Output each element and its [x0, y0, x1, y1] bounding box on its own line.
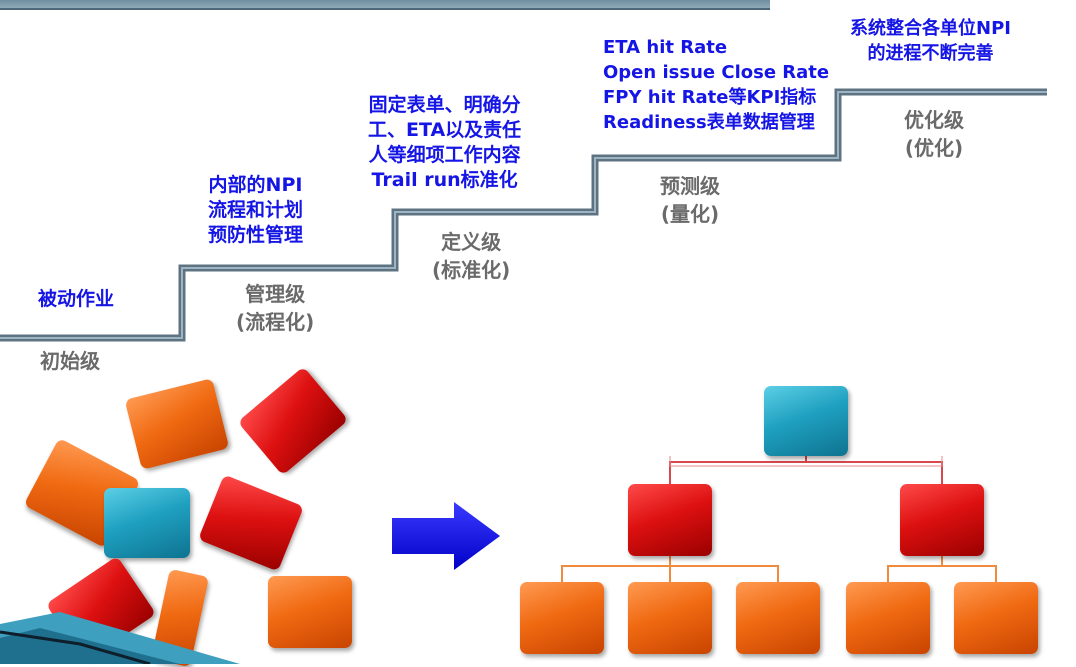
- tree-leaf-box: [954, 582, 1038, 654]
- tree-leaf-box: [520, 582, 604, 654]
- top-banner-bar: [0, 0, 770, 10]
- stage-4-level-sub: (量化): [660, 202, 720, 226]
- stage-4-description: ETA hit Rate Open issue Close Rate FPY h…: [603, 35, 829, 135]
- stage-2-desc-line: 内部的NPI: [208, 174, 303, 196]
- stage-1-description: 被动作业: [38, 287, 114, 312]
- stage-5-desc-line: 系统整合各单位NPI: [850, 18, 1011, 39]
- stage-4-desc-line: Open issue Close Rate: [603, 62, 830, 83]
- stage-4-desc-line: Readiness表单数据管理: [603, 112, 815, 133]
- tree-leaf-box: [628, 582, 712, 654]
- stage-1-level: 初始级: [40, 347, 100, 375]
- corner-decoration: [0, 612, 240, 664]
- tree-root-box: [764, 386, 848, 456]
- stage-5-level-name: 优化级: [904, 108, 964, 132]
- stage-3-level-sub: (标准化): [432, 258, 511, 282]
- stage-3-level-name: 定义级: [441, 230, 502, 254]
- stage-4-level: 预测级 (量化): [660, 172, 720, 228]
- stage-3-desc-line: Trail run标准化: [371, 169, 518, 191]
- tree-leaf-box: [736, 582, 820, 654]
- scattered-teal-box: [104, 488, 190, 558]
- tree-level2-box: [900, 484, 984, 556]
- stage-3-desc-line: 固定表单、明确分: [368, 94, 521, 116]
- stage-5-level-sub: (优化): [904, 136, 964, 160]
- stage-3-level: 定义级 (标准化): [432, 228, 510, 284]
- stage-2-level-sub: (流程化): [236, 310, 315, 334]
- stage-2-level: 管理级 (流程化): [236, 280, 314, 336]
- stage-4-desc-line: FPY hit Rate等KPI指标: [603, 87, 817, 108]
- stage-2-level-name: 管理级: [245, 282, 306, 306]
- tree-leaf-box: [846, 582, 930, 654]
- maturity-staircase: [0, 88, 1047, 342]
- stage-3-description: 固定表单、明确分 工、ETA以及责任 人等细项工作内容 Trail run标准化: [368, 93, 521, 193]
- stage-1-desc-line: 被动作业: [38, 288, 115, 310]
- stage-2-description: 内部的NPI 流程和计划 预防性管理: [208, 173, 303, 248]
- stage-2-desc-line: 流程和计划: [208, 199, 304, 221]
- stage-5-desc-line: 的进程不断完善: [867, 43, 994, 64]
- stage-4-level-name: 预测级: [660, 174, 720, 198]
- stage-5-description: 系统整合各单位NPI 的进程不断完善: [850, 16, 1011, 66]
- scattered-orange-box: [268, 576, 352, 648]
- stage-5-level: 优化级 (优化): [904, 106, 964, 162]
- stage-4-desc-line: ETA hit Rate: [603, 37, 728, 58]
- right-arrow-icon: [392, 502, 500, 570]
- stage-3-desc-line: 工、ETA以及责任: [368, 119, 522, 141]
- stage-3-desc-line: 人等细项工作内容: [368, 144, 521, 166]
- tree-level2-box: [628, 484, 712, 556]
- stage-2-desc-line: 预防性管理: [208, 224, 304, 246]
- stage-1-level-name: 初始级: [40, 349, 100, 373]
